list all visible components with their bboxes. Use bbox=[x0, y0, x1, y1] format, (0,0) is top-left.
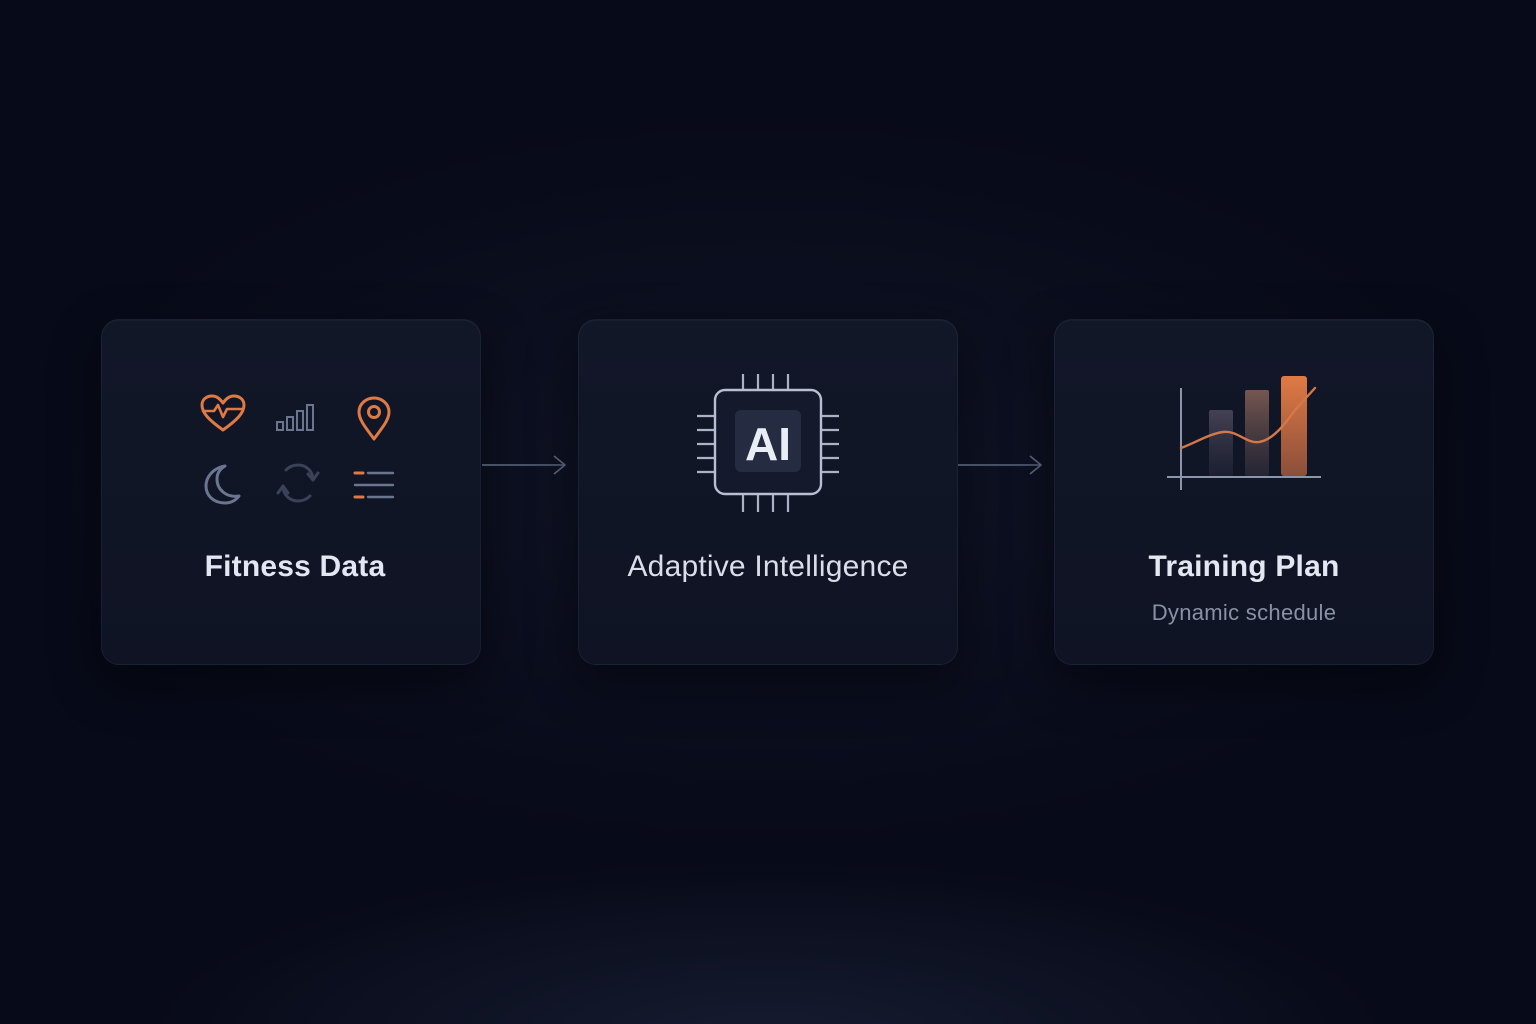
moon-icon bbox=[204, 464, 241, 505]
adaptive-intelligence-card: AI Adaptive Intelligence bbox=[578, 319, 958, 665]
card-title: Adaptive Intelligence bbox=[627, 550, 909, 583]
card-title: Training Plan bbox=[1148, 550, 1340, 583]
ai-chip-label: AI bbox=[745, 418, 791, 470]
signal-bars-icon bbox=[276, 404, 314, 431]
bar-line-chart-icon bbox=[1167, 376, 1321, 490]
arrow-right-icon bbox=[482, 455, 566, 475]
training-plan-card: Training Plan Dynamic schedule bbox=[1054, 319, 1434, 665]
fitness-data-card: Fitness Data bbox=[101, 319, 481, 665]
sync-icon bbox=[276, 463, 320, 503]
location-pin-icon bbox=[357, 396, 391, 441]
heart-rate-icon bbox=[200, 394, 246, 432]
list-icon bbox=[353, 471, 395, 499]
ai-chip-icon: AI bbox=[697, 374, 839, 512]
card-title: Fitness Data bbox=[204, 550, 386, 583]
card-subtitle: Dynamic schedule bbox=[1151, 600, 1337, 625]
arrow-right-icon bbox=[958, 455, 1042, 475]
